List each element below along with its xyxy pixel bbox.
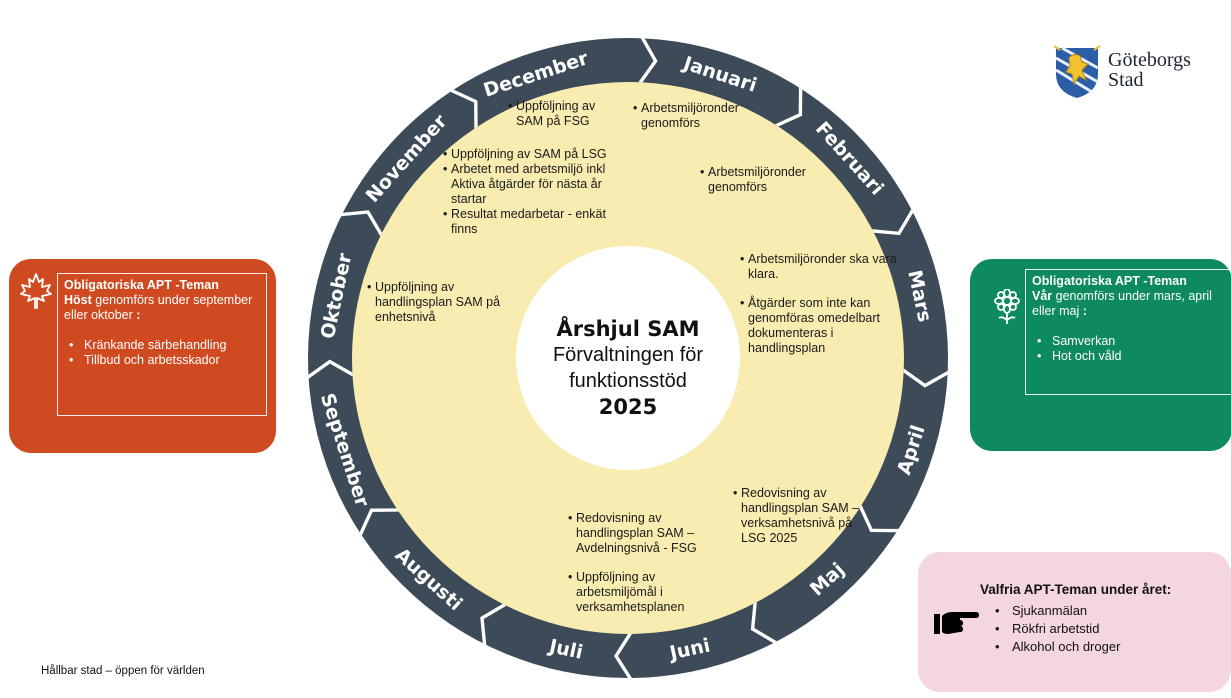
goteborgs-stad-logo: Göteborgs Stad [1052, 44, 1212, 104]
spring-season-label: Vår [1032, 289, 1053, 303]
autumn-apt-text: Höst genomförs under september eller okt… [64, 293, 260, 323]
flower-icon [994, 289, 1020, 324]
wheel-center-text: Årshjul SAM Förvaltningen för funktionss… [520, 316, 736, 420]
spring-apt-item: Hot och våld [1032, 349, 1227, 364]
maple-leaf-icon [20, 273, 52, 309]
logo-text: Göteborgs Stad [1108, 50, 1191, 90]
note-item: Resultat medarbetar - enkät finns [443, 207, 615, 237]
month-separator-arrow [638, 38, 658, 83]
note-march: Arbetsmiljöronder ska vara klara. Åtgärd… [740, 252, 900, 356]
spring-apt-box: Obligatoriska APT -Teman Vår genomförs u… [1025, 269, 1231, 395]
autumn-apt-panel: Obligatoriska APT -Teman Höst genomförs … [9, 259, 276, 453]
optional-apt-item: Alkohol och droger [992, 638, 1120, 656]
autumn-apt-heading: Obligatoriska APT -Teman [64, 278, 219, 292]
optional-apt-item: Sjukanmälan [992, 602, 1120, 620]
autumn-season-label: Höst [64, 293, 92, 307]
month-separator-arrow [872, 209, 914, 236]
note-item: Redovisning av handlingsplan SAM – verks… [733, 486, 873, 546]
coat-of-arms-icon [1053, 45, 1101, 98]
note-january: Arbetsmiljöronder genomförs [633, 101, 763, 131]
note-item: Arbetsmiljöronder genomförs [700, 165, 830, 195]
optional-apt-title: Valfria APT-Teman under året: [980, 582, 1172, 597]
note-item: Arbetet med arbetsmiljö inkl Aktiva åtgä… [443, 162, 615, 207]
note-item: Uppföljning av handlingsplan SAM på enhe… [367, 280, 515, 325]
note-december: Uppföljning av SAM på FSG [508, 99, 618, 129]
month-separator-arrow [450, 89, 478, 129]
note-item: Arbetsmiljöronder ska vara klara. [740, 252, 900, 282]
month-separator-arrow [341, 210, 383, 237]
wheel-center [516, 246, 740, 470]
note-item: Uppföljning av SAM på FSG [508, 99, 618, 129]
note-item: Åtgärder som inte kan genomföras omedelb… [740, 296, 900, 356]
autumn-line: genomförs under september eller oktober [64, 293, 253, 322]
note-item: Redovisning av handlingsplan SAM – Avdel… [568, 511, 718, 556]
spring-apt-heading: Obligatoriska APT -Teman [1032, 274, 1187, 288]
wheel-title: Årshjul SAM [556, 317, 700, 341]
spring-line: genomförs under mars, april eller maj [1032, 289, 1212, 318]
month-separator-arrow [359, 508, 399, 536]
optional-apt-panel: Valfria APT-Teman under året: Sjukanmäla… [918, 552, 1231, 692]
wheel-year: 2025 [598, 395, 658, 419]
spring-apt-panel: Obligatoriska APT -Teman Vår genomförs u… [970, 259, 1231, 451]
month-separator-arrow [308, 359, 353, 379]
autumn-apt-box: Obligatoriska APT -Teman Höst genomförs … [57, 273, 267, 416]
note-april: Redovisning av handlingsplan SAM – verks… [733, 486, 873, 546]
logo-line-2: Stad [1108, 69, 1144, 91]
note-june: Redovisning av handlingsplan SAM – Avdel… [568, 511, 718, 615]
month-separator-arrow [903, 368, 948, 388]
month-separator-arrow [774, 87, 803, 127]
note-november: Uppföljning av SAM på LSG Arbetet med ar… [443, 147, 615, 237]
note-item: Uppföljning av SAM på LSG [443, 147, 615, 162]
footer-slogan: Hållbar stad – öppen för världen [41, 665, 205, 677]
note-february: Arbetsmiljöronder genomförs [700, 165, 830, 195]
spring-apt-item: Samverkan [1032, 334, 1227, 349]
note-item: Uppföljning av arbetsmiljömål i verksamh… [568, 570, 718, 615]
autumn-apt-item: Kränkande särbehandling [64, 338, 260, 353]
wheel-subtitle: Förvaltningen för funktionsstöd [552, 344, 704, 392]
note-item: Arbetsmiljöronder genomförs [633, 101, 763, 131]
month-separator-arrow [480, 603, 507, 645]
spring-apt-text: Vår genomförs under mars, april eller ma… [1032, 289, 1227, 319]
optional-apt-item: Rökfri arbetstid [992, 620, 1120, 638]
pointing-hand-icon [934, 612, 979, 634]
autumn-apt-item: Tillbud och arbetsskador [64, 353, 260, 368]
month-separator-arrow [750, 602, 777, 644]
month-separator-arrow [614, 634, 632, 678]
spring-colon: : [1079, 304, 1087, 318]
autumn-colon: : [132, 308, 141, 322]
logo-line-1: Göteborgs [1108, 49, 1191, 71]
note-october: Uppföljning av handlingsplan SAM på enhe… [367, 280, 515, 325]
